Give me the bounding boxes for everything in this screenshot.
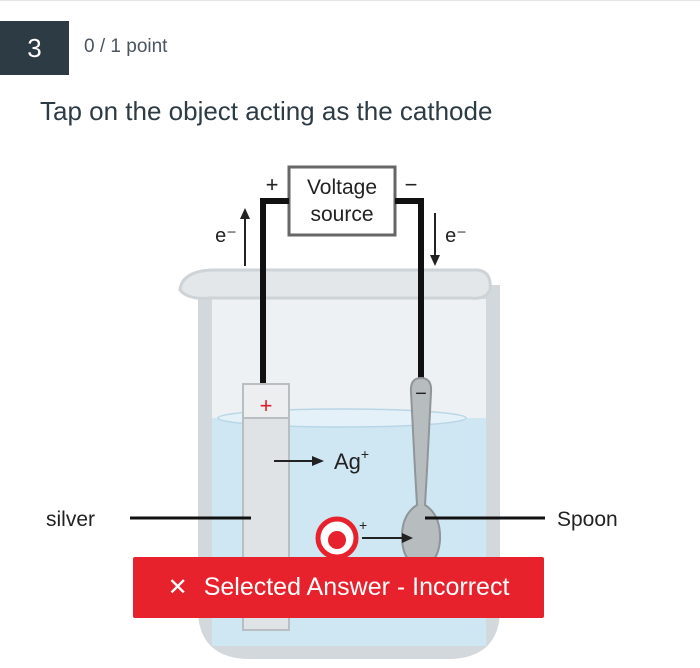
ion-charge-lower: + [359, 517, 367, 533]
beaker-rim [178, 268, 492, 300]
voltage-source [287, 165, 397, 237]
voltage-label-line1: Voltage [307, 176, 377, 199]
wire-right [395, 198, 424, 384]
voltage-label-line2: source [310, 203, 373, 226]
ion-label: Ag+ [334, 446, 369, 474]
ion-arrowhead-lower [402, 533, 413, 543]
feedback-text: Selected Answer - Incorrect [203, 573, 510, 601]
ion-arrowhead [312, 456, 324, 466]
question-points: 0 / 1 point [84, 36, 168, 57]
feedback-banner: ✕ Selected Answer - Incorrect [133, 557, 544, 618]
cathode-minus: − [415, 383, 427, 405]
arrowhead-up [240, 208, 250, 219]
arrowhead-down [430, 255, 440, 266]
wire-left [260, 198, 289, 384]
spoon-label: Spoon [557, 508, 618, 531]
selected-marker-dot [328, 531, 346, 549]
silver-label: silver [46, 508, 95, 531]
close-icon: ✕ [167, 573, 188, 601]
top-divider [0, 0, 700, 1]
silver-electrode-top [242, 383, 290, 419]
anode-plus: + [260, 393, 273, 418]
electron-label-left: e⁻ [215, 225, 237, 247]
question-prompt: Tap on the object acting as the cathode [40, 96, 493, 126]
plus-terminal: + [266, 172, 279, 197]
minus-terminal: − [405, 172, 418, 197]
electron-label-right: e⁻ [445, 225, 467, 247]
question-number: 3 [0, 21, 69, 75]
